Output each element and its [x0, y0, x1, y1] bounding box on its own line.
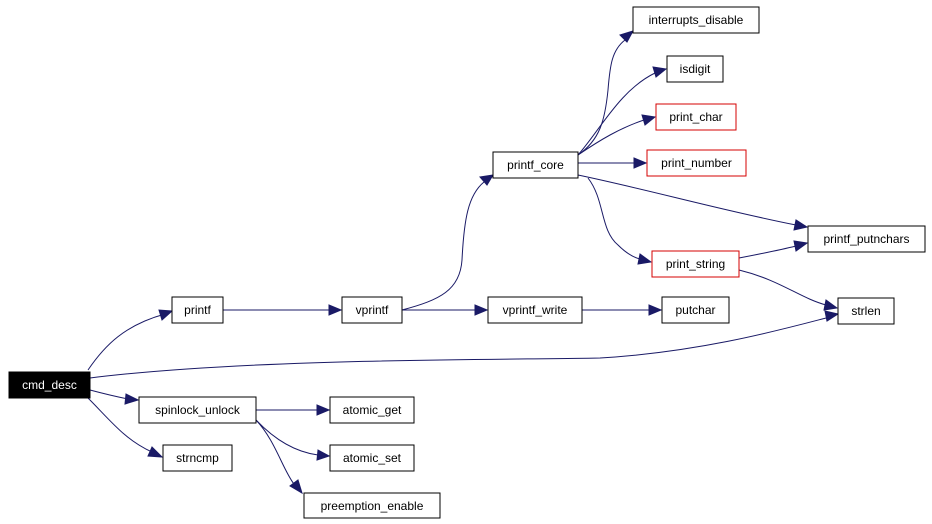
svg-text:print_char: print_char: [669, 110, 722, 124]
node-preemption-enable[interactable]: preemption_enable: [303, 492, 441, 519]
arrowhead: [289, 479, 303, 495]
edge-spinlock-atomicset: [255, 419, 319, 456]
arrowhead: [474, 304, 489, 316]
node-isdigit[interactable]: isdigit: [666, 55, 724, 83]
arrowhead: [793, 240, 809, 252]
arrowhead: [648, 304, 663, 316]
svg-text:atomic_set: atomic_set: [343, 451, 402, 465]
edge-cmd-desc-spinlock: [89, 389, 129, 400]
node-strlen[interactable]: strlen: [837, 297, 895, 325]
node-printf-core[interactable]: printf_core: [492, 151, 579, 179]
svg-text:putchar: putchar: [675, 303, 715, 317]
svg-text:printf_core: printf_core: [507, 158, 564, 172]
node-cmd-desc[interactable]: cmd_desc: [8, 371, 91, 399]
node-atomic-set[interactable]: atomic_set: [329, 444, 415, 472]
arrowhead: [823, 299, 839, 311]
svg-text:preemption_enable: preemption_enable: [321, 499, 424, 513]
arrowhead: [147, 446, 164, 458]
svg-text:strncmp: strncmp: [176, 451, 219, 465]
node-printf-putnchars[interactable]: printf_putnchars: [807, 225, 926, 253]
svg-text:isdigit: isdigit: [680, 62, 711, 76]
arrowhead: [328, 304, 343, 316]
edge-printfcore-putnchars: [577, 174, 797, 226]
arrowhead: [316, 449, 331, 461]
arrowhead: [633, 157, 648, 169]
node-printf[interactable]: printf: [171, 296, 224, 324]
svg-text:printf_putnchars: printf_putnchars: [823, 232, 909, 246]
svg-text:print_string: print_string: [666, 257, 725, 271]
node-print-number[interactable]: print_number: [646, 149, 747, 177]
node-interrupts-disable[interactable]: interrupts_disable: [632, 6, 760, 34]
edge-cmd-desc-strlen: [89, 317, 827, 379]
edge-vprintf-printfcore: [401, 181, 485, 311]
edge-printstring-strlen: [738, 269, 827, 306]
arrowhead: [479, 174, 494, 186]
edge-printfcore-interrupts: [577, 39, 626, 156]
node-print-string[interactable]: print_string: [651, 250, 740, 278]
node-print-char[interactable]: print_char: [655, 103, 737, 131]
arrowhead: [652, 66, 668, 78]
svg-text:atomic_get: atomic_get: [343, 403, 402, 417]
node-strncmp[interactable]: strncmp: [162, 444, 233, 472]
node-vprintf-write[interactable]: vprintf_write: [487, 296, 583, 324]
svg-text:vprintf_write: vprintf_write: [503, 303, 568, 317]
svg-text:vprintf: vprintf: [356, 303, 389, 317]
edge-printfcore-printchar: [577, 119, 645, 156]
svg-text:strlen: strlen: [851, 304, 880, 318]
arrowhead: [316, 404, 331, 416]
edge-printfcore-printstring: [587, 177, 641, 260]
edge-spinlock-preemption: [255, 419, 295, 485]
arrowhead: [637, 253, 653, 265]
node-vprintf[interactable]: vprintf: [341, 296, 403, 324]
arrowhead: [824, 310, 840, 322]
svg-text:printf: printf: [184, 303, 211, 317]
arrowhead: [793, 219, 809, 231]
node-putchar[interactable]: putchar: [661, 296, 730, 324]
svg-text:cmd_desc: cmd_desc: [22, 378, 77, 392]
nodes: cmd_desc printf spinlock_unlock strncmp …: [8, 6, 926, 519]
svg-text:spinlock_unlock: spinlock_unlock: [155, 403, 241, 417]
svg-text:interrupts_disable: interrupts_disable: [649, 13, 744, 27]
edge-cmd-desc-printf: [87, 313, 166, 371]
node-spinlock-unlock[interactable]: spinlock_unlock: [138, 396, 257, 424]
arrowhead: [158, 309, 174, 321]
svg-text:print_number: print_number: [661, 156, 732, 170]
arrowhead: [619, 30, 635, 43]
arrowhead: [124, 393, 140, 405]
edge-printfcore-isdigit: [577, 72, 656, 156]
edge-cmd-desc-strncmp: [87, 397, 153, 453]
arrowhead: [641, 114, 657, 126]
edges: [87, 30, 840, 495]
edge-printstring-putnchars: [738, 245, 797, 259]
node-atomic-get[interactable]: atomic_get: [329, 396, 415, 424]
